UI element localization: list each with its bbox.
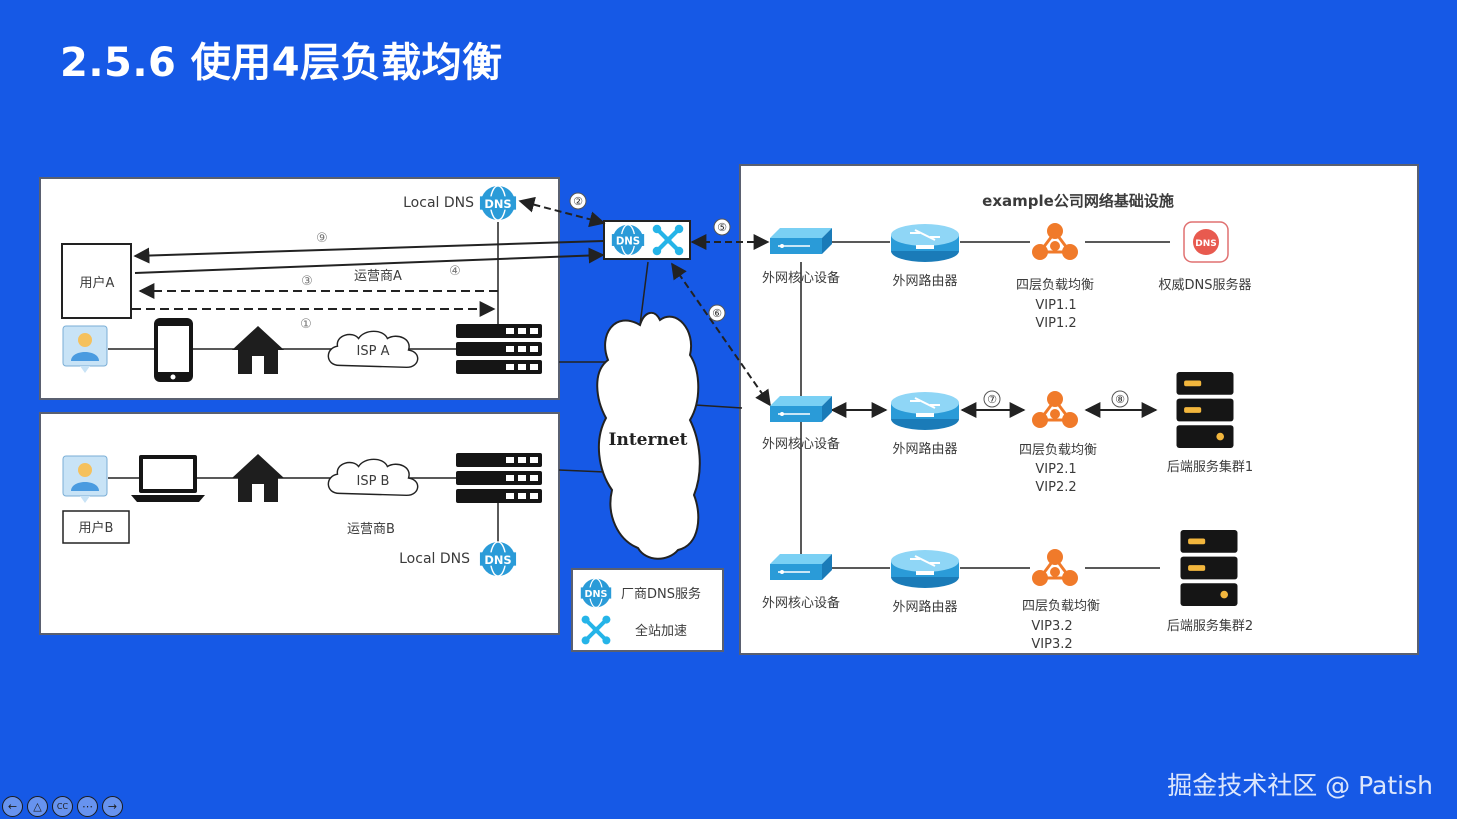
core-device-3-label: 外网核心设备 [762, 595, 840, 611]
router-2-label: 外网路由器 [892, 441, 957, 457]
vip-2-2: VIP2.2 [1035, 480, 1076, 495]
step-8-label: ⑧ [1115, 393, 1125, 406]
lb-2-icon [1030, 390, 1080, 430]
more-icon[interactable]: ⋯ [77, 796, 98, 817]
vip-1-2: VIP1.2 [1035, 316, 1076, 331]
local-dns-a-label: Local DNS [403, 195, 474, 211]
flow-6-arrow [671, 262, 771, 407]
step-4-label: ④ [449, 264, 461, 279]
next-icon[interactable]: → [102, 796, 123, 817]
core-device-1-label: 外网核心设备 [762, 270, 840, 286]
backend-cluster-1-icon [1176, 372, 1234, 448]
authoritative-dns-icon: DNS [1183, 221, 1229, 263]
internet-label: Internet [609, 430, 688, 450]
carrier-a-label: 运营商A [354, 269, 402, 284]
step-7-label: ⑦ [987, 393, 997, 406]
phone-icon [154, 318, 193, 382]
user-b-box [62, 510, 130, 544]
backend-cluster-2-icon [1180, 530, 1238, 606]
flow-2-arrow [518, 196, 606, 228]
user-b-label: 用户B [79, 520, 114, 536]
core-device-3-icon [770, 553, 832, 581]
step-5-label: ⑤ [717, 221, 727, 234]
core-device-2-icon [770, 395, 832, 423]
step-1-label: ① [300, 317, 312, 332]
prev-icon[interactable]: ← [2, 796, 23, 817]
user-a-label: 用户A [80, 275, 115, 291]
svg-text:DNS: DNS [1195, 239, 1217, 249]
flow-4-arrow [134, 247, 605, 274]
vip-3-2: VIP3.2 [1031, 637, 1072, 652]
backend-cluster-2-label: 后端服务集群2 [1167, 618, 1253, 634]
router-1-icon [890, 223, 960, 263]
backend-cluster-1-label: 后端服务集群1 [1167, 459, 1253, 475]
step-6-label: ⑥ [712, 307, 722, 320]
infrastructure-title: example公司网络基础设施 [982, 192, 1174, 210]
router-1-label: 外网路由器 [892, 273, 957, 289]
authoritative-dns-label: 权威DNS服务器 [1159, 277, 1252, 293]
triangle-icon[interactable]: △ [27, 796, 48, 817]
local-dns-b-label: Local DNS [399, 551, 470, 567]
isp-b-label: ISP B [357, 474, 390, 489]
vip-2-1: VIP2.1 [1035, 462, 1076, 477]
router-2-icon [890, 391, 960, 431]
user-avatar-icon [62, 325, 108, 374]
server-rack-a-icon [456, 324, 542, 374]
step-3-label: ③ [301, 274, 313, 289]
user-b-avatar-icon [62, 455, 108, 504]
laptop-icon [131, 455, 205, 502]
legend-dns-icon [580, 577, 612, 609]
legend-cdn-label: 全站加速 [635, 623, 687, 639]
step-9-label: ⑨ [316, 231, 328, 246]
core-device-1-icon [770, 227, 832, 255]
cc-icon[interactable]: CC [52, 796, 73, 817]
isp-a-label: ISP A [357, 344, 390, 359]
vip-1-1: VIP1.1 [1035, 298, 1076, 313]
lb-3-label: 四层负载均衡 [1022, 599, 1100, 614]
router-3-label: 外网路由器 [892, 599, 957, 615]
carrier-b-label: 运营商B [347, 522, 395, 537]
legend-cdn-icon [580, 614, 612, 646]
server-rack-b-icon [456, 453, 542, 503]
core-device-2-label: 外网核心设备 [762, 436, 840, 452]
step-2-label: ② [573, 195, 583, 208]
slide-nav-controls: ← △ CC ⋯ → [2, 796, 123, 817]
lb-1-icon [1030, 222, 1080, 262]
flow-9-arrow [133, 240, 604, 264]
watermark: 掘金技术社区 @ Patish [1167, 771, 1433, 800]
router-3-icon [890, 549, 960, 589]
lb-3-icon [1030, 548, 1080, 588]
slide-title: 2.5.6 使用4层负载均衡 [60, 40, 503, 86]
lb-1-label: 四层负载均衡 [1016, 278, 1094, 293]
local-dns-b-icon [479, 541, 517, 577]
vip-3-1: VIP3.2 [1031, 619, 1072, 634]
lb-2-label: 四层负载均衡 [1019, 443, 1097, 458]
user-a-box [61, 243, 132, 319]
house-b-icon [232, 454, 284, 502]
house-icon [232, 326, 284, 374]
legend-dns-label: 厂商DNS服务 [621, 586, 701, 602]
local-dns-a-icon [479, 185, 517, 221]
